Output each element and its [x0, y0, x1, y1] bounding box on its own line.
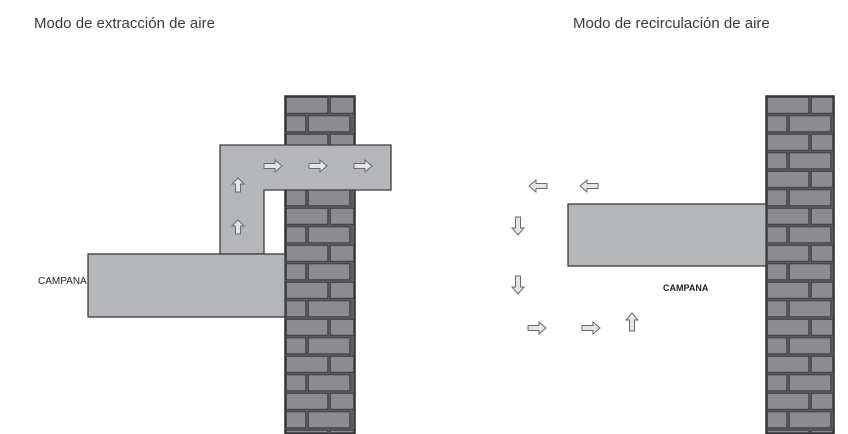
wall-brick — [329, 392, 355, 410]
wall-brick — [766, 355, 810, 373]
extraction-panel: CAMPANA — [38, 95, 392, 434]
wall-brick — [307, 189, 351, 207]
wall-brick — [788, 337, 832, 355]
wall-brick — [788, 115, 832, 133]
wall-brick — [285, 355, 329, 373]
arrow-up-icon — [624, 312, 640, 332]
wall-brick — [329, 244, 355, 262]
wall-brick — [285, 300, 307, 318]
recirculation-hood — [567, 203, 767, 267]
wall-brick — [766, 226, 788, 244]
arrow-right-icon — [308, 158, 328, 174]
recirculation-hood-label: CAMPANA — [663, 283, 709, 293]
wall-brick — [766, 96, 810, 114]
wall-brick — [285, 429, 329, 434]
wall-brick — [810, 318, 834, 336]
wall-brick — [285, 115, 307, 133]
wall-brick — [285, 411, 307, 429]
wall-brick — [788, 300, 832, 318]
wall-brick — [285, 244, 329, 262]
wall-brick — [307, 226, 351, 244]
wall-brick — [810, 392, 834, 410]
recirculation-panel: CAMPANA — [510, 95, 835, 434]
extraction-hood — [87, 253, 286, 318]
wall-brick — [285, 374, 307, 392]
extraction-mode-title: Modo de extracción de aire — [34, 15, 215, 32]
wall-brick — [766, 318, 810, 336]
wall-brick — [766, 152, 788, 170]
wall-brick — [766, 392, 810, 410]
wall-brick — [285, 281, 329, 299]
arrow-right-icon — [263, 158, 283, 174]
wall-brick — [285, 189, 307, 207]
wall-brick — [766, 244, 810, 262]
arrow-right-icon — [581, 320, 601, 336]
wall-brick — [788, 226, 832, 244]
wall-brick — [788, 411, 832, 429]
wall-brick — [766, 374, 788, 392]
wall-brick — [307, 374, 351, 392]
wall-brick — [766, 263, 788, 281]
brick-wall-right — [765, 95, 835, 434]
wall-brick — [810, 244, 834, 262]
arrow-right-icon — [527, 320, 547, 336]
wall-brick — [329, 207, 355, 225]
extraction-hood-label: CAMPANA — [38, 276, 87, 287]
wall-brick — [307, 300, 351, 318]
wall-brick — [329, 429, 355, 434]
arrow-left-icon — [579, 178, 599, 194]
wall-brick — [766, 170, 810, 188]
wall-brick — [285, 392, 329, 410]
wall-brick — [766, 281, 810, 299]
wall-brick — [788, 152, 832, 170]
wall-brick — [285, 207, 329, 225]
wall-brick — [810, 429, 834, 434]
wall-brick — [285, 226, 307, 244]
wall-brick — [766, 115, 788, 133]
wall-brick — [766, 337, 788, 355]
wall-brick — [810, 355, 834, 373]
wall-brick — [766, 411, 788, 429]
wall-brick — [788, 374, 832, 392]
wall-brick — [307, 115, 351, 133]
wall-brick — [766, 189, 788, 207]
wall-brick — [329, 96, 355, 114]
wall-brick — [307, 411, 351, 429]
wall-brick — [788, 263, 832, 281]
arrow-right-icon — [353, 158, 373, 174]
arrow-up-icon — [230, 219, 246, 235]
wall-brick — [285, 337, 307, 355]
wall-brick — [766, 429, 810, 434]
wall-brick — [329, 281, 355, 299]
arrow-down-icon — [510, 216, 526, 236]
wall-brick — [307, 263, 351, 281]
wall-brick — [810, 281, 834, 299]
wall-brick — [766, 207, 810, 225]
arrow-left-icon — [528, 178, 548, 194]
wall-brick — [307, 337, 351, 355]
wall-brick — [766, 133, 810, 151]
recirculation-mode-title: Modo de recirculación de aire — [573, 15, 770, 32]
wall-brick — [810, 170, 834, 188]
wall-brick — [766, 300, 788, 318]
wall-brick — [810, 133, 834, 151]
wall-brick — [329, 318, 355, 336]
wall-brick — [788, 189, 832, 207]
wall-brick — [285, 318, 329, 336]
wall-brick — [810, 207, 834, 225]
wall-brick — [285, 96, 329, 114]
wall-brick — [285, 263, 307, 281]
wall-brick — [810, 96, 834, 114]
arrow-up-icon — [230, 177, 246, 193]
arrow-down-icon — [510, 275, 526, 295]
wall-brick — [329, 355, 355, 373]
